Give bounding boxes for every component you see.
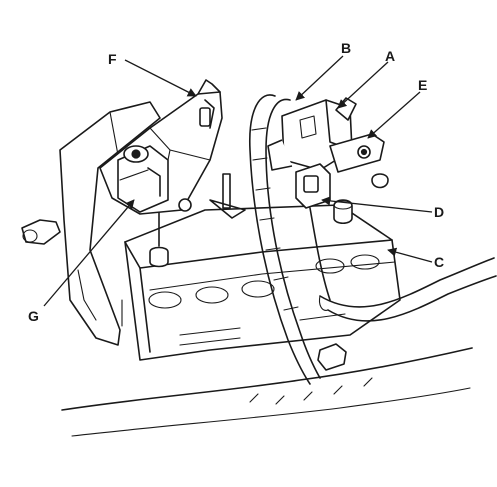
positive-terminal-post: [149, 207, 169, 268]
leader-lines: [43, 55, 433, 307]
callout-g: G: [28, 308, 39, 324]
ground-bolt: [317, 343, 347, 371]
battery: [124, 204, 401, 361]
callout-e: E: [418, 77, 427, 93]
terminal-nut: [21, 219, 61, 245]
callout-c: C: [434, 254, 444, 270]
sensor-bracket-e: [329, 133, 389, 189]
positive-terminal-clamp: [117, 145, 192, 213]
callout-d: D: [434, 204, 444, 220]
hold-down-stud: [209, 173, 246, 219]
callout-a: A: [385, 48, 395, 64]
negative-cable: [318, 257, 497, 322]
callout-f: F: [108, 51, 117, 67]
callout-b: B: [341, 40, 351, 56]
engine-bay-floor: [61, 347, 473, 437]
harness-b: [249, 94, 321, 385]
